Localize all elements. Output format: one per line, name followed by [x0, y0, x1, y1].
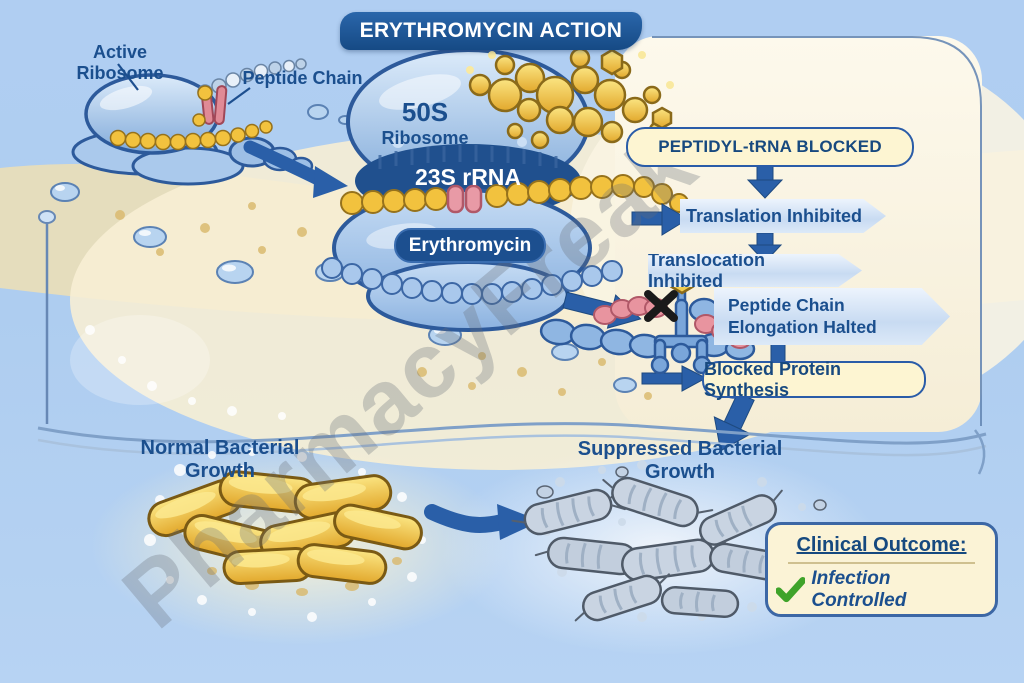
trna-small — [192, 85, 228, 127]
check-icon — [776, 577, 806, 603]
section-divider — [37, 422, 987, 475]
mrna-beads-small — [109, 120, 273, 151]
clinical-result-row: Infection Controlled — [776, 568, 987, 612]
erythromycin-pill: Erythromycin — [394, 228, 546, 263]
subunit-50s-label: 50S Ribosome — [375, 97, 475, 149]
peptide-chain-label: Peptide Chain — [242, 68, 363, 88]
flow-step-blocked-synthesis-text: Blocked Protein Synthesis — [704, 358, 842, 400]
suppressed-bacteria-cluster — [511, 466, 827, 622]
flow-step-elongation-text: Peptide Chain Elongation Halted — [728, 294, 877, 337]
subunit-name-text: Ribosome — [381, 127, 469, 148]
flow-step-translation: Translation Inhibited — [680, 199, 886, 233]
active-ribosome-label: Active Ribosome — [76, 42, 164, 83]
rrna-23s-label: 23S rRNA — [414, 164, 522, 190]
subunit-size-text: 50S — [401, 97, 449, 127]
flow-step-translocation: Translocation Inhibited — [648, 254, 862, 287]
blocked-trna-beads — [446, 184, 483, 214]
clinical-result-text: Infection Controlled — [811, 568, 907, 611]
erythromycin-text: Erythromycin — [408, 234, 532, 256]
flow-step-translocation-text: Translocation Inhibited — [648, 249, 766, 291]
x-blocked-icon — [644, 290, 678, 322]
flow-step-translation-text: Translation Inhibited — [685, 205, 862, 226]
title-banner: ERYTHROMYCIN ACTION — [340, 12, 642, 50]
normal-growth-label: Normal Bacterial Growth — [140, 437, 300, 482]
rna-bead-chain-lower — [321, 257, 623, 305]
flow-step-blocked-synthesis: Blocked Protein Synthesis — [702, 358, 926, 400]
title-text: ERYTHROMYCIN ACTION — [359, 19, 623, 42]
flow-arrows — [562, 162, 786, 452]
clinical-outcome-heading: Clinical Outcome: — [796, 534, 967, 556]
clinical-outcome-box: Clinical Outcome: Infection Controlled — [765, 522, 998, 617]
mrna-chain-main — [340, 174, 702, 222]
blocked-header-text: PEPTIDYL-tRNA BLOCKED — [658, 137, 882, 156]
flow-step-elongation: Peptide Chain Elongation Halted — [714, 288, 950, 345]
suppressed-growth-label: Suppressed Bacterial Growth — [577, 438, 783, 483]
normal-bacteria-cluster — [147, 470, 423, 585]
label-pointer-lines — [117, 63, 251, 105]
clinical-divider — [788, 562, 975, 564]
left-frame-line — [38, 210, 56, 424]
peptide-chain-beads — [197, 58, 307, 100]
arrow-to-main-ribosome — [243, 140, 348, 198]
flow-blocked-header: PEPTIDYL-tRNA BLOCKED — [626, 127, 914, 167]
